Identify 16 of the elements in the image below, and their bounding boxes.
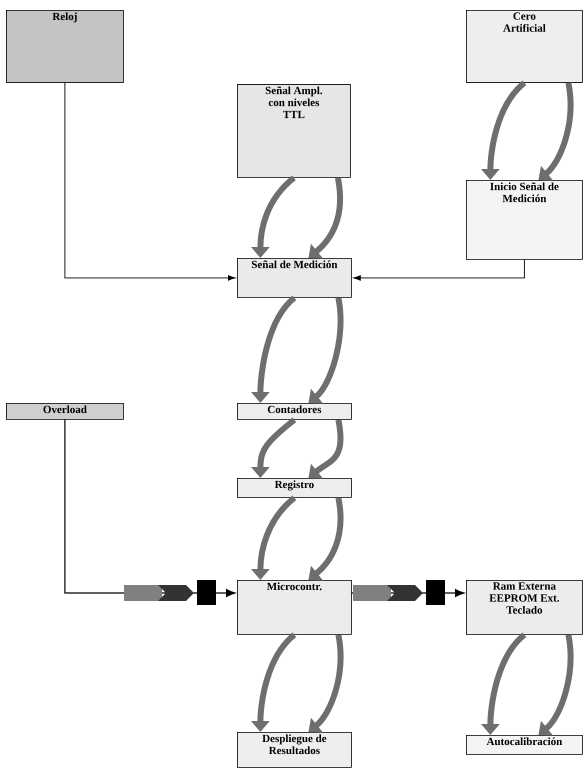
process-box: Autocalibración <box>466 735 583 755</box>
chevron-arrow <box>64 420 236 605</box>
process-box: Inicio Señal de Medición <box>466 180 583 260</box>
process-box: Señal de Medición <box>237 258 352 298</box>
arrow <box>353 259 525 281</box>
process-box: Microcontr. <box>237 580 352 635</box>
chevron-arrow <box>352 580 464 605</box>
process-box: Señal Ampl. con niveles TTL <box>237 84 351 178</box>
process-box: Cero Artificial <box>466 10 583 83</box>
process-box: Contadores <box>237 403 352 420</box>
process-box: Registro <box>237 478 352 498</box>
process-box: Despliegue de Resultados <box>237 732 352 768</box>
process-box: Ram Externa EEPROM Ext. Teclado <box>466 580 583 635</box>
process-box: Reloj <box>6 10 124 83</box>
arrow <box>64 82 236 281</box>
process-box: Overload <box>6 403 124 420</box>
